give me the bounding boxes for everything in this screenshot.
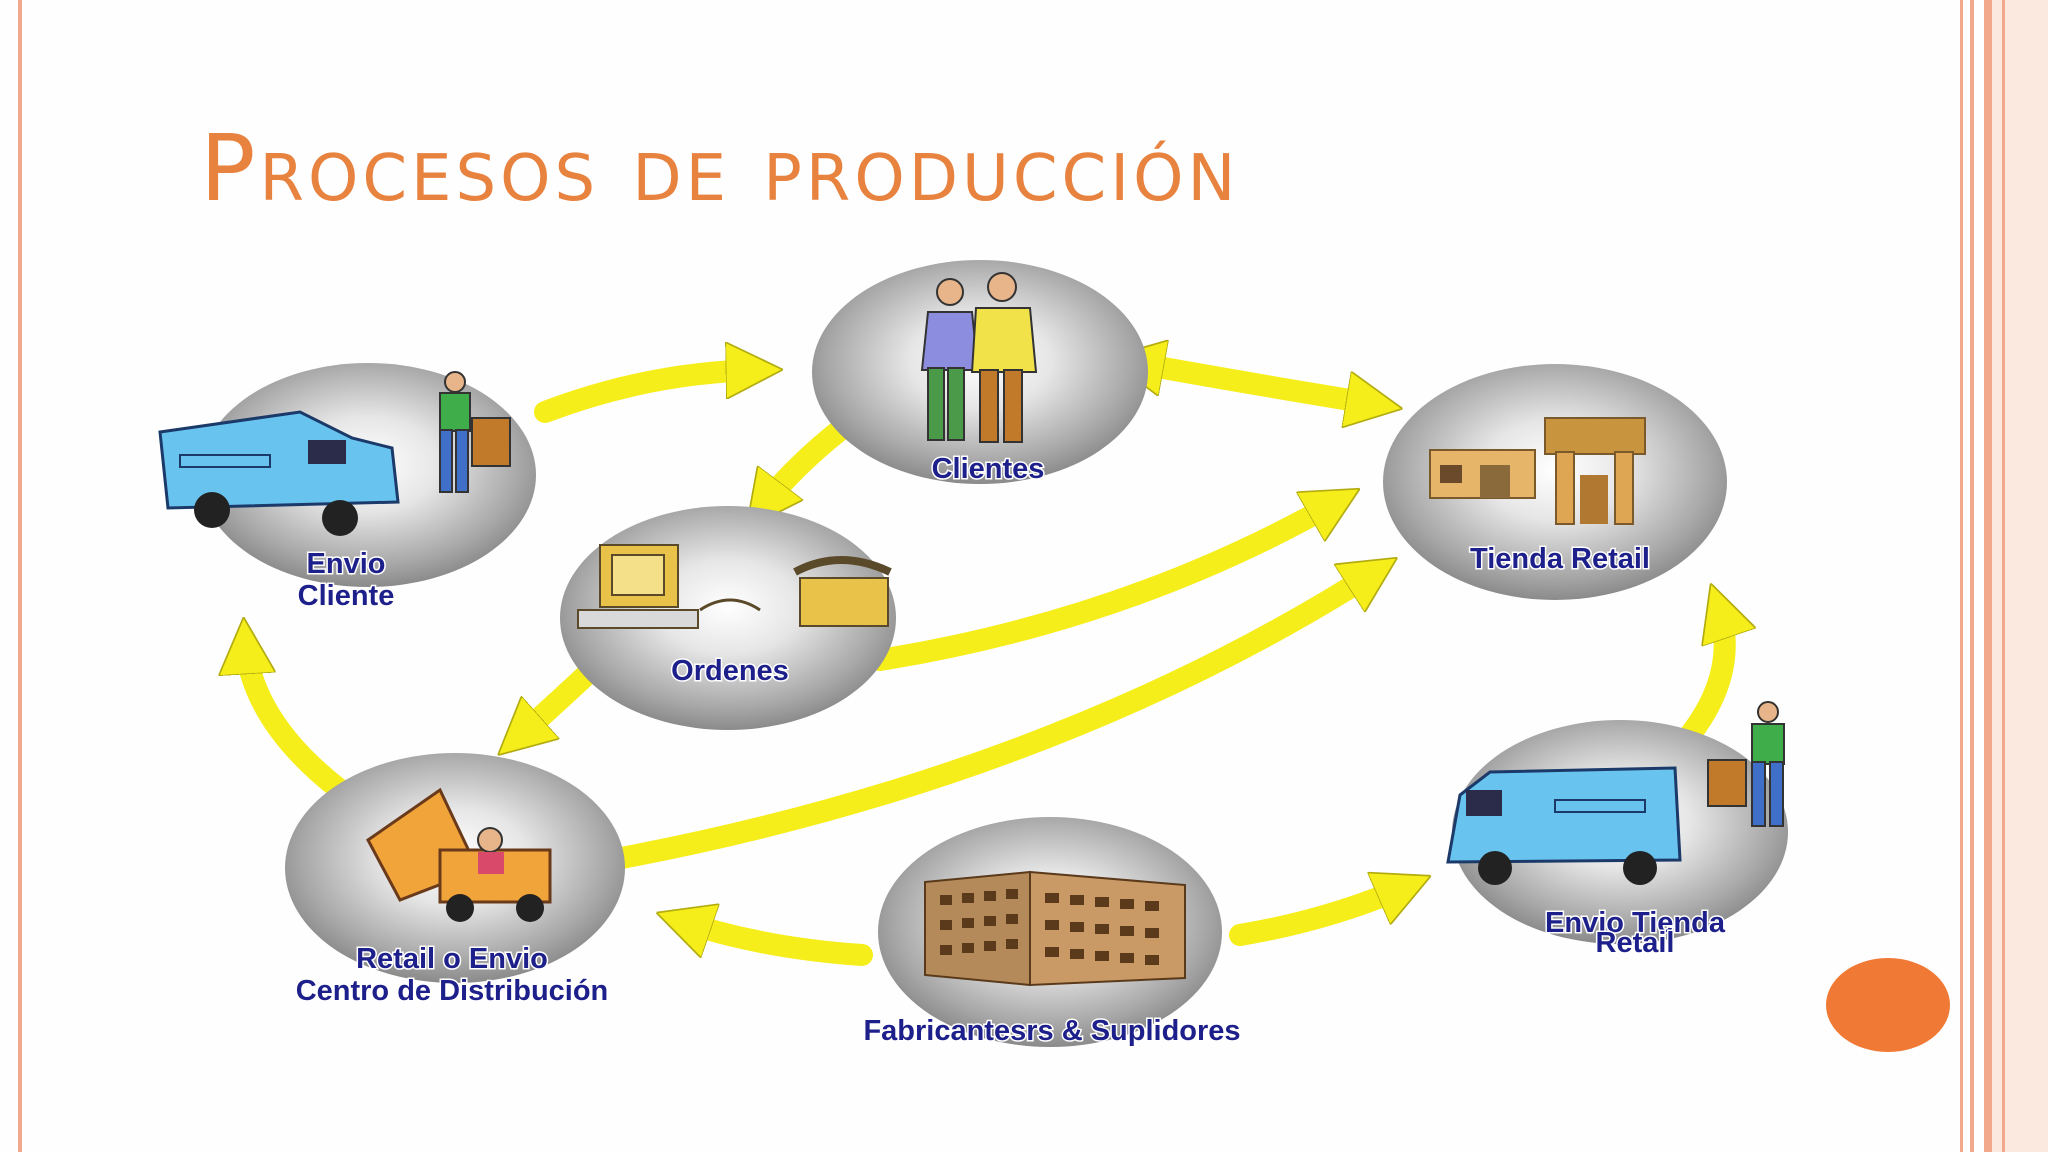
label-retail-envio-line1: Retail o Envio bbox=[356, 943, 548, 975]
label-fabricantes: Fabricantesrs & Suplidores bbox=[863, 1015, 1240, 1047]
arrow-envio-tienda-to-tienda bbox=[1690, 605, 1725, 735]
label-tienda-retail: Tienda Retail bbox=[1470, 543, 1650, 575]
label-retail-envio-line2: Centro de Distribución bbox=[296, 975, 609, 1007]
arrow-fabricantes-to-envio-tienda bbox=[1240, 885, 1410, 935]
factory-building-icon bbox=[925, 872, 1185, 985]
accent-dot bbox=[1826, 958, 1950, 1052]
label-ordenes: Ordenes bbox=[671, 655, 789, 687]
arrow-envio-cliente-to-clientes bbox=[545, 370, 760, 412]
arrow-distribucion-to-envio-cliente bbox=[245, 640, 340, 790]
label-envio-cliente-line2: Cliente bbox=[298, 580, 395, 612]
label-envio-cliente-line1: Envio bbox=[307, 548, 386, 580]
label-clientes: Clientes bbox=[932, 453, 1045, 485]
arrow-fabricantes-to-distribucion bbox=[678, 920, 862, 955]
arrow-clientes-tienda bbox=[1130, 362, 1380, 405]
arrow-clientes-to-ordenes bbox=[760, 430, 840, 510]
label-envio-tienda-line2: Retail bbox=[1596, 927, 1675, 959]
